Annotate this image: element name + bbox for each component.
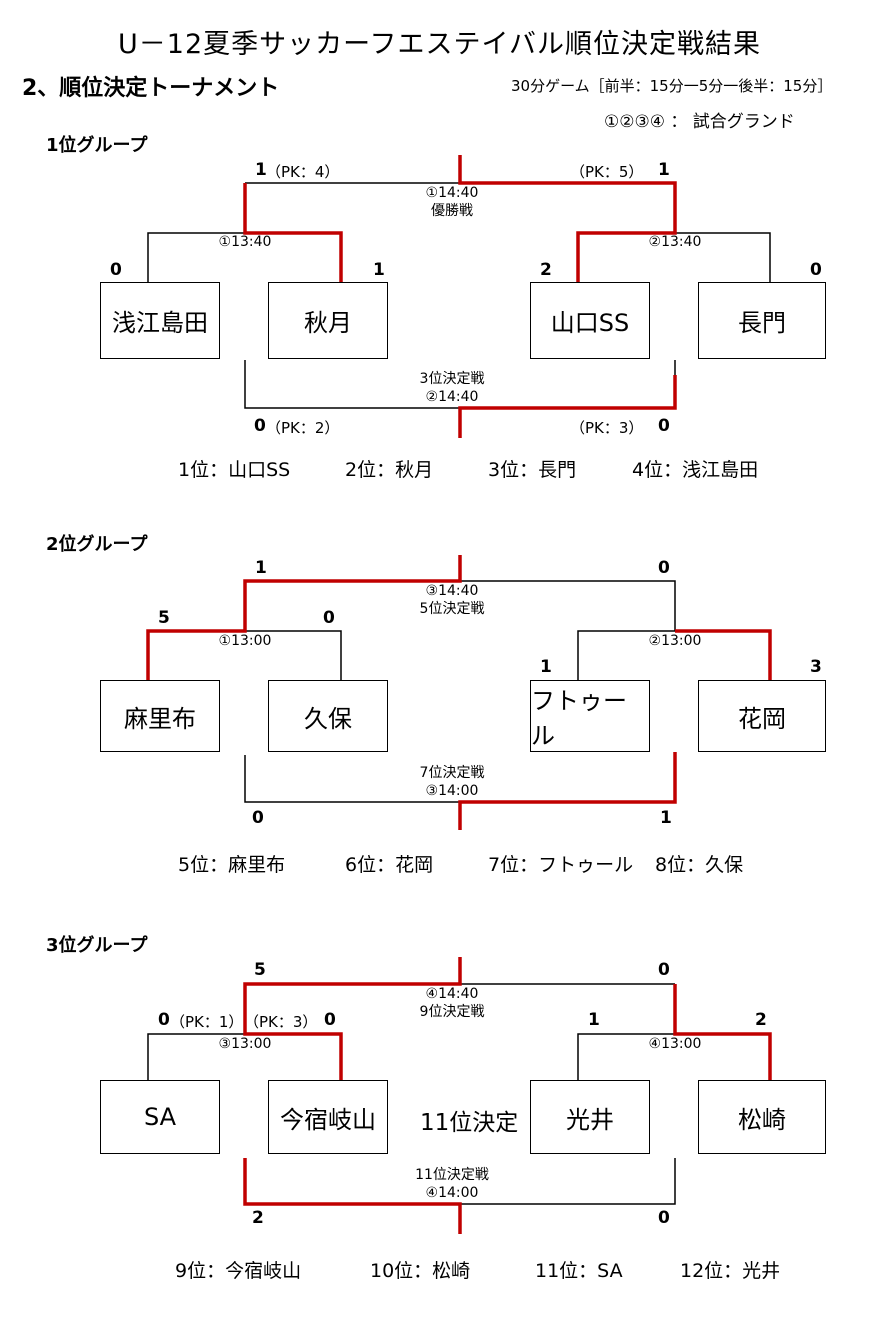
score: 0	[324, 1010, 336, 1030]
score: 1	[255, 160, 267, 180]
score: 0	[252, 808, 264, 828]
team-box: 浅江島田	[100, 282, 220, 359]
section-heading: 2、順位決定トーナメント	[22, 76, 280, 101]
rank-entry: 12位：光井	[680, 1260, 781, 1282]
bracket-lines	[147, 155, 771, 438]
rank-entry: 7位：フトゥール	[488, 854, 634, 876]
score: 1	[660, 808, 672, 828]
team-box: 秋月	[268, 282, 388, 359]
rank-entry: 9位：今宿岐山	[175, 1260, 302, 1282]
match-name: 7位決定戦	[419, 765, 485, 781]
score: 0	[323, 608, 335, 628]
score: 0	[110, 260, 122, 280]
score: 2	[755, 1010, 767, 1030]
match-time: ②13:40	[648, 234, 702, 250]
match-time: ④14:40	[425, 986, 479, 1002]
match-time: ②14:40	[425, 389, 479, 405]
match-name: 3位決定戦	[419, 371, 485, 387]
score: 2	[540, 260, 552, 280]
team-box: 今宿岐山	[268, 1080, 388, 1154]
pk-score: （PK：3）	[570, 419, 644, 437]
match-time: ④13:00	[648, 1036, 702, 1052]
score: 1	[588, 1010, 600, 1030]
team-box: フトゥール	[530, 680, 650, 752]
rank-entry: 2位：秋月	[345, 459, 434, 481]
pk-score: （PK：3）	[244, 1013, 318, 1031]
match-name: 優勝戦	[431, 203, 473, 219]
match-name: 11位決定戦	[415, 1167, 489, 1183]
match-time: ②13:00	[648, 633, 702, 649]
rank-entry: 6位：花岡	[345, 854, 434, 876]
pk-score: （PK：2）	[266, 419, 340, 437]
match-time: ①13:00	[218, 633, 272, 649]
rank-entry: 10位：松崎	[370, 1260, 471, 1282]
match-time: ③13:00	[218, 1036, 272, 1052]
match-time: ③14:00	[425, 783, 479, 799]
team-box: 麻里布	[100, 680, 220, 752]
page-title: U－12夏季サッカーフエステイバル順位決定戦結果	[118, 29, 761, 60]
match-name: 5位決定戦	[419, 601, 485, 617]
middle-label: 11位決定	[420, 1110, 519, 1136]
score: 5	[254, 960, 266, 980]
pk-score: （PK：4）	[266, 163, 340, 181]
group-label: 1位グループ	[46, 135, 148, 156]
group-label: 3位グループ	[46, 935, 148, 956]
team-box: 松崎	[698, 1080, 826, 1154]
rank-entry: 8位：久保	[655, 854, 744, 876]
match-name: 9位決定戦	[419, 1004, 485, 1020]
match-time: ①14:40	[425, 185, 479, 201]
score: 2	[252, 1208, 264, 1228]
score: 0	[158, 1010, 170, 1030]
pk-score: （PK：1）	[170, 1013, 244, 1031]
score: 1	[540, 657, 552, 677]
rank-entry: 5位：麻里布	[178, 854, 286, 876]
team-box: SA	[100, 1080, 220, 1154]
pk-score: （PK：5）	[570, 163, 644, 181]
bracket-lines	[146, 555, 772, 830]
team-box: 光井	[530, 1080, 650, 1154]
score: 1	[373, 260, 385, 280]
rank-entry: 1位：山口SS	[178, 459, 291, 481]
score: 0	[658, 558, 670, 578]
score: 1	[658, 160, 670, 180]
rank-entry: 4位：浅江島田	[632, 459, 759, 481]
grounds-note: ①②③④ ： 試合グランド	[604, 112, 795, 132]
score: 1	[255, 558, 267, 578]
team-box: 花岡	[698, 680, 826, 752]
team-box: 山口SS	[530, 282, 650, 359]
score: 0	[658, 416, 670, 436]
match-time: ④14:00	[425, 1185, 479, 1201]
game-rule: 30分ゲーム［前半：15分一5分一後半：15分］	[511, 77, 833, 95]
score: 5	[158, 608, 170, 628]
score: 0	[810, 260, 822, 280]
match-time: ③14:40	[425, 583, 479, 599]
score: 0	[658, 960, 670, 980]
score: 0	[658, 1208, 670, 1228]
score: 3	[810, 657, 822, 677]
bracket-lines	[147, 957, 772, 1234]
group-label: 2位グループ	[46, 534, 148, 555]
team-box: 久保	[268, 680, 388, 752]
score: 0	[254, 416, 266, 436]
rank-entry: 11位：SA	[535, 1260, 623, 1282]
team-box: 長門	[698, 282, 826, 359]
match-time: ①13:40	[218, 234, 272, 250]
rank-entry: 3位：長門	[488, 459, 577, 481]
